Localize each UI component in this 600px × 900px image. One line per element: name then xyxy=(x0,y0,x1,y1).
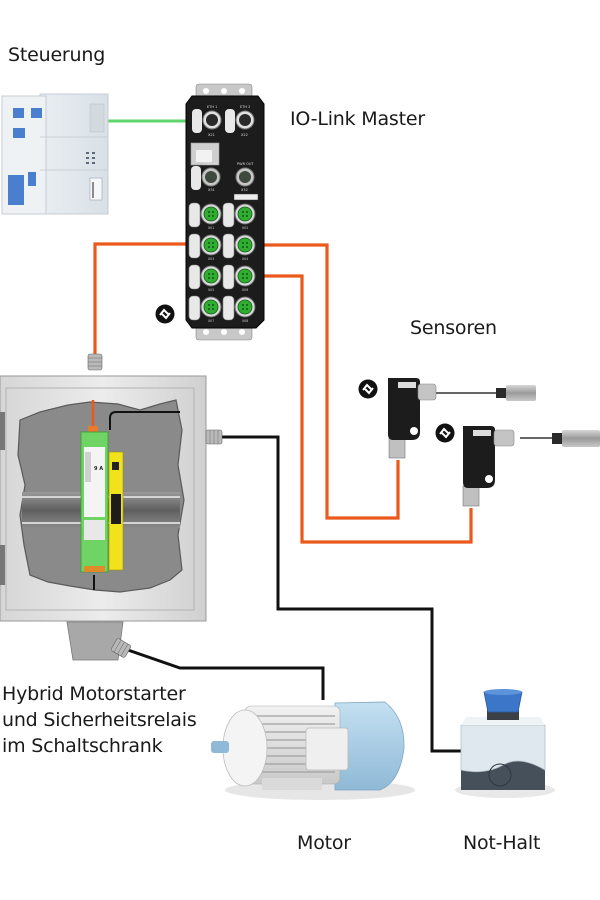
sensor-1 xyxy=(388,378,536,459)
power-cable-emergency-stop xyxy=(222,435,463,753)
cabinet-label: Hybrid Motorstarter und Sicherheitsrelai… xyxy=(2,681,197,759)
emergency-stop xyxy=(455,689,555,798)
port-id-x02: X02 xyxy=(242,226,248,230)
port-label-eth1: ETH 1 xyxy=(207,105,217,109)
sensor-2 xyxy=(462,426,600,507)
safety-relay xyxy=(108,451,124,571)
port-label-eth2: ETH 2 xyxy=(240,105,250,109)
port-id-x22: X22 xyxy=(241,133,248,137)
io-link-cable-cabinet xyxy=(93,242,186,355)
io-link-logo-icon xyxy=(155,304,175,324)
port-id-x01: X01 xyxy=(208,226,214,230)
io-link-cables xyxy=(93,242,473,544)
port-label-pwr-in: PWR IN xyxy=(204,162,217,166)
port-id-x04: X04 xyxy=(242,257,248,261)
motor xyxy=(211,701,415,800)
io-link-logo-icon xyxy=(435,423,455,443)
port-id-x21: X21 xyxy=(208,133,215,137)
sensors-label: Sensoren xyxy=(410,317,497,339)
io-link-cable-sensor-2 xyxy=(264,274,473,544)
motor-label: Motor xyxy=(297,832,351,854)
control-cabinet: 9 A xyxy=(0,353,223,661)
controller-label: Steuerung xyxy=(8,44,106,66)
io-link-master-label: IO-Link Master xyxy=(290,108,425,130)
power-cable-motor xyxy=(124,647,325,700)
cabinet-label-line-1: Hybrid Motorstarter xyxy=(2,683,186,705)
port-id-x06: X06 xyxy=(242,288,248,292)
port-id-x03: X03 xyxy=(208,257,214,261)
port-id-x05: X05 xyxy=(208,288,214,292)
hybrid-motor-starter: 9 A xyxy=(80,426,109,573)
port-id-x08: X08 xyxy=(242,319,248,323)
io-link-cable-sensor-1 xyxy=(264,243,400,520)
emergency-stop-label: Not-Halt xyxy=(463,832,541,854)
controller-plc xyxy=(1,93,109,215)
port-id-x32: X32 xyxy=(241,188,248,192)
port-id-x07: X07 xyxy=(208,319,214,323)
io-link-master: ETH 1 ETH 2 X21 X22 PWR IN PWR OUT X31 X… xyxy=(185,83,265,341)
relay-current-label: 9 A xyxy=(94,466,103,472)
cabinet-label-line-2: und Sicherheitsrelais xyxy=(2,709,197,731)
power-cables xyxy=(124,435,463,753)
io-link-logo-icon xyxy=(358,379,378,399)
brand-plate xyxy=(233,193,259,201)
port-id-x31: X31 xyxy=(208,188,215,192)
port-label-pwr-out: PWR OUT xyxy=(237,162,254,166)
cabinet-label-line-3: im Schaltschrank xyxy=(2,735,163,757)
